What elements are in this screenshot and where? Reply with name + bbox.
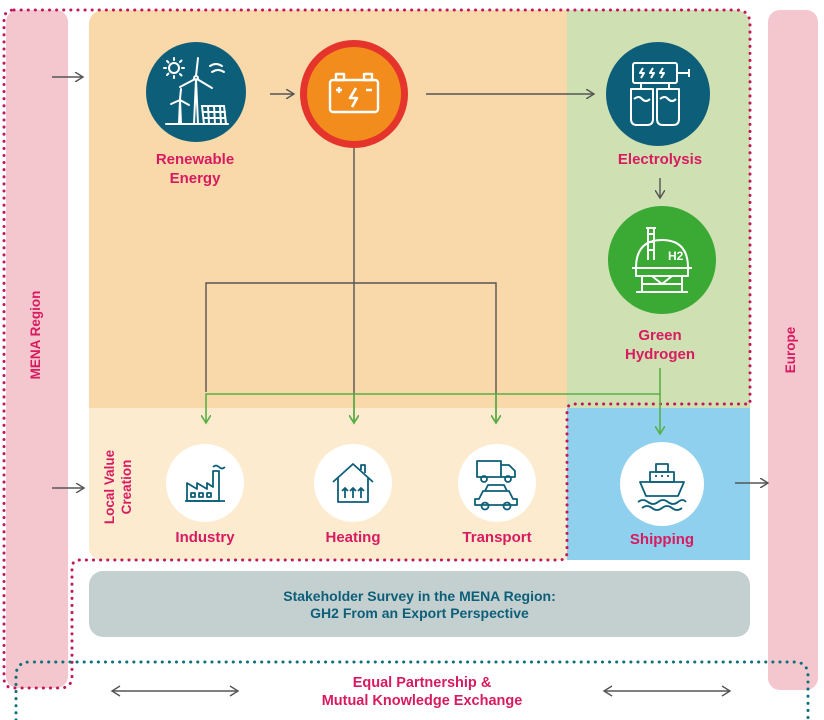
ship-icon — [637, 463, 687, 511]
hydrogen-label-line2: Hydrogen — [624, 346, 695, 363]
renewable-label-line2: Energy — [169, 170, 221, 187]
local-value-line1: Local Value — [102, 449, 117, 525]
shipping-node — [620, 442, 704, 526]
local-value-label: Local Value Creation — [101, 432, 141, 542]
wind-solar-icon — [163, 57, 229, 125]
hydrogen-label-line1: Green — [638, 327, 682, 344]
hydrogen-tank-icon: H2 — [632, 227, 692, 293]
survey-text: Stakeholder Survey in the MENA Region: G… — [89, 588, 750, 622]
heating-label: Heating — [325, 529, 381, 546]
hydrogen-distribution — [206, 368, 661, 423]
green-hydrogen-node: H2 — [608, 206, 716, 314]
transport-node — [458, 444, 536, 522]
renewable-energy-label: Renewable Energy — [120, 150, 270, 188]
house-heating-icon — [332, 463, 374, 503]
partnership-arrow-left — [110, 685, 240, 697]
heating-node — [314, 444, 392, 522]
survey-line2: GH2 From an Export Perspective — [310, 605, 529, 621]
partnership-line2: Mutual Knowledge Exchange — [321, 693, 523, 709]
local-value-line2: Creation — [119, 459, 134, 515]
transport-label: Transport — [462, 529, 532, 546]
partnership-text: Equal Partnership & Mutual Knowledge Exc… — [262, 674, 582, 710]
mena-region-band — [6, 10, 68, 688]
green-hydrogen-label: Green Hydrogen — [585, 326, 735, 364]
mena-region-label: MENA Region — [28, 290, 43, 380]
battery-icon — [328, 72, 380, 114]
h2-badge: H2 — [668, 249, 684, 263]
renewable-energy-node — [146, 42, 246, 142]
battery-node — [300, 40, 408, 148]
industry-label: Industry — [175, 529, 235, 546]
electrolysis-label: Electrolysis — [617, 151, 703, 168]
shipping-label: Shipping — [629, 531, 695, 548]
europe-band — [768, 10, 818, 690]
europe-label: Europe — [783, 326, 798, 374]
factory-icon — [185, 464, 226, 502]
truck-car-icon — [474, 460, 518, 511]
survey-line1: Stakeholder Survey in the MENA Region: — [283, 588, 556, 604]
partnership-arrow-right — [602, 685, 732, 697]
electrolysis-node — [606, 42, 710, 146]
partnership-dotted-outline — [14, 660, 810, 720]
mena-dotted-outline — [2, 8, 752, 690]
survey-box — [89, 571, 750, 637]
renewable-label-line1: Renewable — [155, 151, 235, 168]
battery-inner-circle — [307, 47, 401, 141]
industry-node — [166, 444, 244, 522]
electrolyzer-icon — [630, 62, 690, 126]
partnership-line1: Equal Partnership & — [352, 675, 492, 691]
